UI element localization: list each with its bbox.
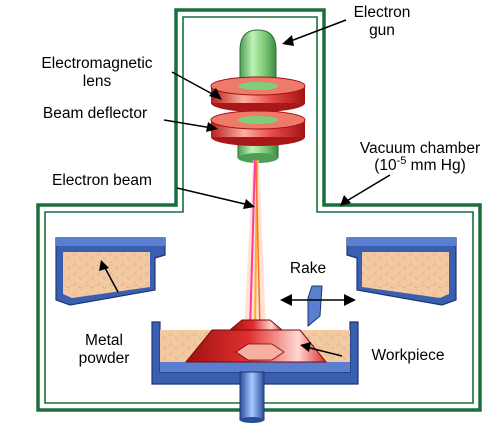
- beam-deflector: [210, 110, 306, 163]
- powder-hopper-right: [346, 237, 457, 306]
- rake-label: Rake: [290, 260, 326, 277]
- electron-gun-label-line2: gun: [369, 22, 395, 39]
- workpiece-label: Workpiece: [372, 347, 445, 364]
- metal-powder-label-line2: powder: [79, 350, 130, 367]
- electron-beam: [244, 159, 266, 331]
- electron-gun: [239, 29, 277, 83]
- labels: Electron gun Electromagnetic lens Beam d…: [41, 4, 480, 367]
- electromagnetic-lens: [210, 76, 306, 113]
- beam-deflector-label: Beam deflector: [43, 105, 147, 122]
- vacuum-chamber-label-line2: (10-5 mm Hg): [374, 155, 466, 174]
- rake-motion-arrow: [280, 294, 356, 306]
- rake: [307, 285, 323, 328]
- leader-lines: [103, 19, 391, 357]
- electron-gun-label-line1: Electron: [354, 4, 411, 21]
- workpiece: [184, 319, 328, 363]
- metal-powder-label-line1: Metal: [85, 332, 123, 349]
- em-lens-label-line2: lens: [83, 73, 112, 90]
- vacuum-chamber-label-line1: Vacuum chamber: [360, 140, 480, 157]
- support-shaft: [239, 371, 265, 423]
- vacuum-pressure-prefix: (10: [374, 157, 397, 174]
- leader-arrowheads: [99, 35, 351, 352]
- em-lens-label-line1: Electromagnetic: [41, 55, 152, 72]
- vacuum-chamber: [36, 8, 482, 412]
- vacuum-pressure-exponent: -5: [397, 155, 407, 167]
- vacuum-pressure-suffix: mm Hg): [406, 157, 465, 174]
- powder-hopper-left: [55, 237, 166, 306]
- electron-beam-label: Electron beam: [52, 172, 152, 189]
